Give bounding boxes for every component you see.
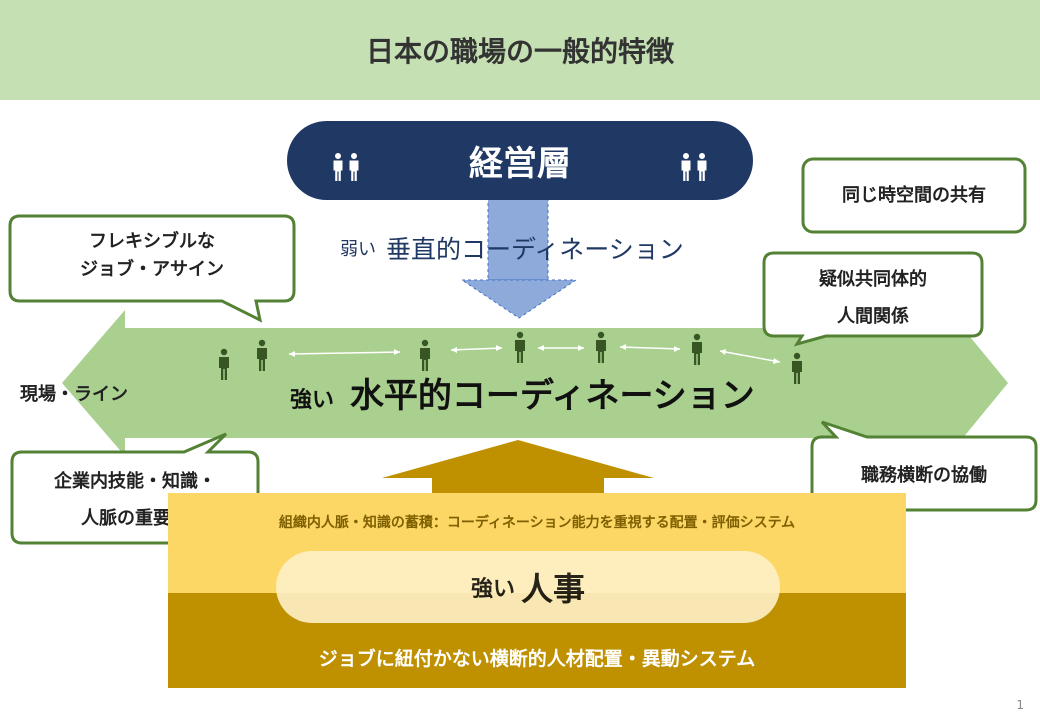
hr-strength: 強い <box>470 577 515 602</box>
people-connectors <box>288 346 781 363</box>
horizontal-strength: 強い <box>290 388 335 413</box>
callout-skills: 企業内技能・知識・ 人脈の重要性 <box>12 464 258 538</box>
callout-community-line1: 疑似共同体的 <box>819 269 927 290</box>
hr-label: 人事 <box>521 570 586 608</box>
callout-flexible-line1: フレキシブルな <box>89 231 215 252</box>
callout-flexible: フレキシブルな ジョブ・アサイン <box>20 228 284 284</box>
horizontal-arrow <box>62 310 1008 456</box>
vertical-strength: 弱い <box>340 239 376 260</box>
callout-shared-space-shape <box>801 157 1027 234</box>
callout-skills-line1: 企業内技能・知識・ <box>54 471 216 492</box>
callout-shared-space: 同じ時空間の共有 <box>803 182 1025 210</box>
title-bar: 日本の職場の一般的特徴 <box>0 0 1040 100</box>
callout-community-shape <box>762 251 984 347</box>
horizontal-label: 水平的コーディネーション <box>349 376 755 416</box>
horizontal-coordination-label: 強い 水平的コーディネーション <box>290 368 755 417</box>
hr-arrow-head <box>382 440 654 478</box>
callout-cross-job: 職務横断の協働 <box>812 462 1036 490</box>
vertical-label: 垂直的コーディネーション <box>386 235 684 264</box>
hr-note: 組織内人脈・知識の蓄積：コーディネーション能力を重視する配置・評価システム <box>278 515 796 531</box>
management-pill: 経営層 <box>287 121 753 200</box>
vertical-coordination-label: 弱い 垂直的コーディネーション <box>340 230 700 266</box>
hr-arrow-shaft <box>432 476 604 496</box>
callout-community: 疑似共同体的 人間関係 <box>764 262 982 336</box>
management-label: 経営層 <box>469 144 571 184</box>
side-label: 現場・ライン <box>20 384 128 405</box>
vertical-arrow-head <box>460 279 578 319</box>
callout-flexible-shape <box>8 214 296 323</box>
callout-flexible-line2: ジョブ・アサイン <box>80 258 224 280</box>
page-number: 1 <box>1016 698 1024 712</box>
people-icon <box>333 153 359 181</box>
callout-shared-space-line1: 同じ時空間の共有 <box>842 185 986 206</box>
connector-arrowheads <box>289 344 780 364</box>
page-title: 日本の職場の一般的特徴 <box>365 35 674 68</box>
people-icon <box>681 153 707 181</box>
callout-cross-job-line1: 職務横断の協働 <box>861 465 987 486</box>
callout-skills-line2: 人脈の重要性 <box>81 507 189 529</box>
hr-bottom-text: ジョブに紐付かない横断的人材配置・異動システム <box>318 648 756 670</box>
hr-pill: 強い 人事 <box>276 551 780 623</box>
callout-community-line2: 人間関係 <box>837 305 909 327</box>
